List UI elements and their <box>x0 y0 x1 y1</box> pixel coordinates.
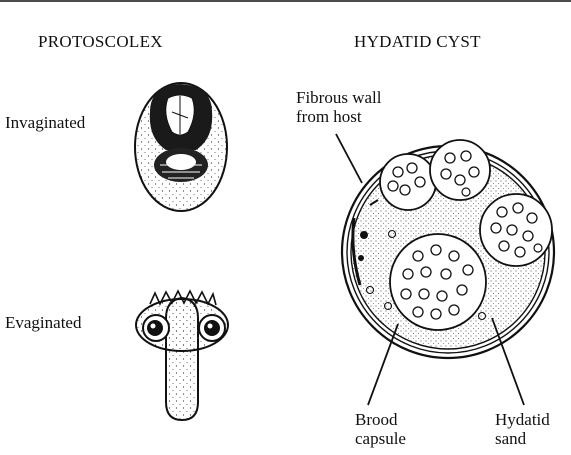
brood-capsule-right <box>480 194 552 266</box>
brood-capsule-label-line1: Brood <box>355 410 398 429</box>
hydatid-sand-label-line2: sand <box>495 429 526 448</box>
fibrous-wall-label-line2: from host <box>296 107 362 126</box>
evaginated-protoscolex <box>136 291 228 420</box>
hydatid-cyst-heading: HYDATID CYST <box>354 32 481 51</box>
hydatid-sand-label-line1: Hydatid <box>495 410 550 429</box>
brood-capsule-top-left <box>380 154 436 210</box>
invaginated-label: Invaginated <box>5 113 85 132</box>
protoscolex-heading: PROTOSCOLEX <box>38 32 163 51</box>
invaginated-protoscolex <box>135 83 227 211</box>
fibrous-wall-label-line1: Fibrous wall <box>296 88 381 107</box>
fibrous-wall-leader <box>336 134 362 183</box>
brood-capsule-bottom <box>390 234 486 330</box>
brood-capsule-label-line2: capsule <box>355 429 406 448</box>
evaginated-label: Evaginated <box>5 313 81 332</box>
brood-capsule-top-right <box>430 140 490 200</box>
hydatid-cyst <box>342 140 554 358</box>
